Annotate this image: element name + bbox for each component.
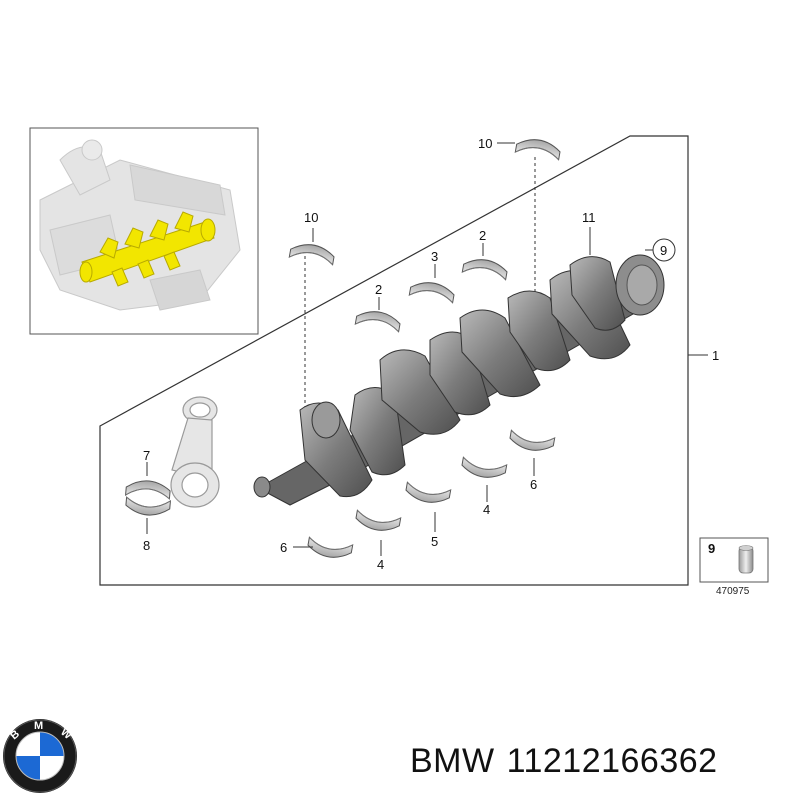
callout-10-mid: 10 xyxy=(304,210,318,225)
callout-6-right: 6 xyxy=(530,477,537,492)
callout-3: 3 xyxy=(431,249,438,264)
brand-name: BMW xyxy=(410,742,495,780)
callout-2-upper: 2 xyxy=(479,228,486,243)
callout-7: 7 xyxy=(143,448,150,463)
callout-1: 1 xyxy=(712,348,719,363)
callout-8: 8 xyxy=(143,538,150,553)
svg-text:M: M xyxy=(34,720,43,732)
crankshaft xyxy=(253,254,665,506)
assembly-outline xyxy=(99,135,689,586)
engine-inset xyxy=(29,127,259,335)
callout-5: 5 xyxy=(431,534,438,549)
connecting-rod xyxy=(170,396,220,508)
part-9-box: 9 470975 xyxy=(699,537,769,597)
callout-4-left: 4 xyxy=(377,557,384,572)
brand-part-number: BMW 11212166362 xyxy=(410,742,730,781)
callout-labels: 1 2 2 3 4 4 5 6 6 7 8 10 10 11 9 xyxy=(143,136,719,572)
callout-10-top: 10 xyxy=(478,136,492,151)
bmw-logo: B M W xyxy=(3,719,77,793)
dowel-pin-icon xyxy=(738,545,754,574)
callout-4-right: 4 xyxy=(483,502,490,517)
part-number: 11212166362 xyxy=(506,742,718,780)
callout-6-left: 6 xyxy=(280,540,287,555)
crankshaft-highlight xyxy=(79,211,216,287)
callout-2-lower: 2 xyxy=(375,282,382,297)
callout-9-circled: 9 xyxy=(660,243,667,258)
leader-lines xyxy=(146,142,653,556)
part-9-label: 9 xyxy=(708,541,715,556)
diagram-number: 470975 xyxy=(716,586,750,597)
callout-11: 11 xyxy=(582,210,596,225)
